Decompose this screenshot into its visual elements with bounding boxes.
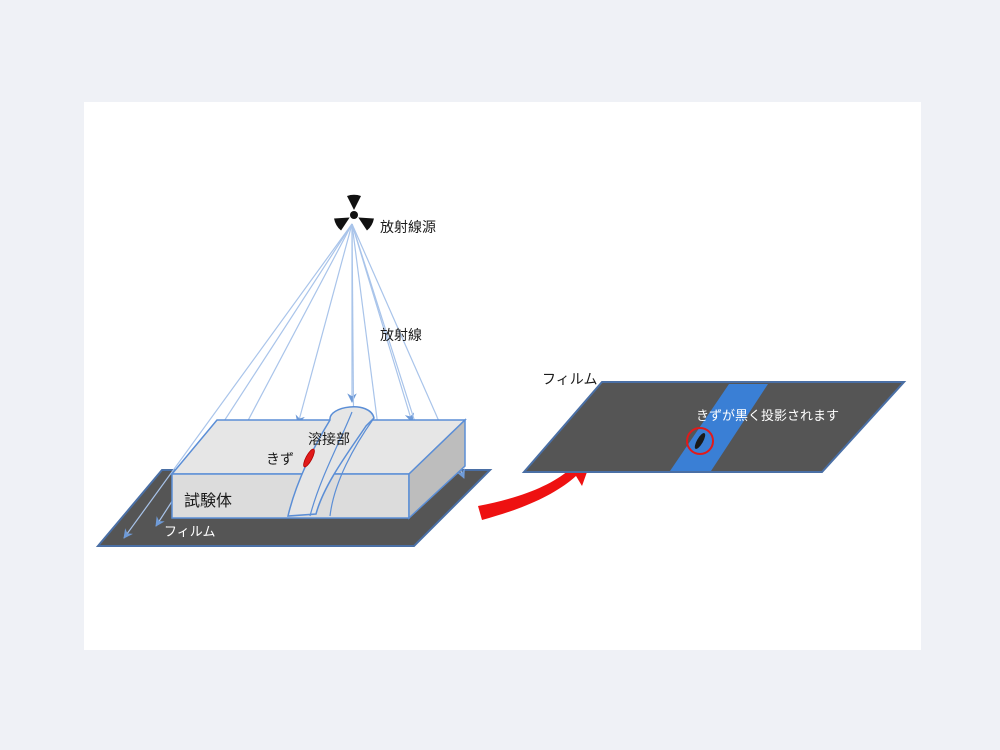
right-film-label: フィルム bbox=[542, 372, 597, 388]
radiation-ray bbox=[123, 223, 353, 539]
projected-flaw bbox=[694, 433, 706, 449]
radiation-hazard-icon bbox=[334, 194, 374, 231]
projected-flaw-highlight bbox=[686, 427, 714, 455]
radiation-ray bbox=[233, 223, 353, 448]
diagram-panel: 放射線源 放射線 溶接部 きず 試験体 フィルム フィルム きずが黒く投影されま… bbox=[84, 102, 921, 650]
curved-red-arrow-icon bbox=[478, 458, 592, 520]
left-film-label: フィルム bbox=[164, 525, 215, 540]
projected-weld-band bbox=[670, 384, 768, 471]
specimen-side-face bbox=[408, 418, 466, 520]
source-label: 放射線源 bbox=[380, 220, 436, 236]
weld-bead-edge-line bbox=[329, 417, 375, 517]
projection-note-label: きずが黒く投影されます bbox=[696, 408, 839, 424]
radiographic-testing-diagram: 放射線源 放射線 溶接部 きず 試験体 フィルム フィルム きずが黒く投影されま… bbox=[95, 194, 907, 547]
weld-label: 溶接部 bbox=[308, 431, 350, 448]
radiation-ray bbox=[295, 223, 353, 425]
flaw-mark bbox=[303, 448, 315, 468]
specimen-label: 試験体 bbox=[184, 491, 232, 510]
flaw-label: きず bbox=[266, 452, 294, 468]
radiation-ray bbox=[351, 223, 384, 443]
weld-bead-center-line bbox=[309, 411, 353, 517]
radiation-label: 放射線 bbox=[380, 328, 422, 344]
